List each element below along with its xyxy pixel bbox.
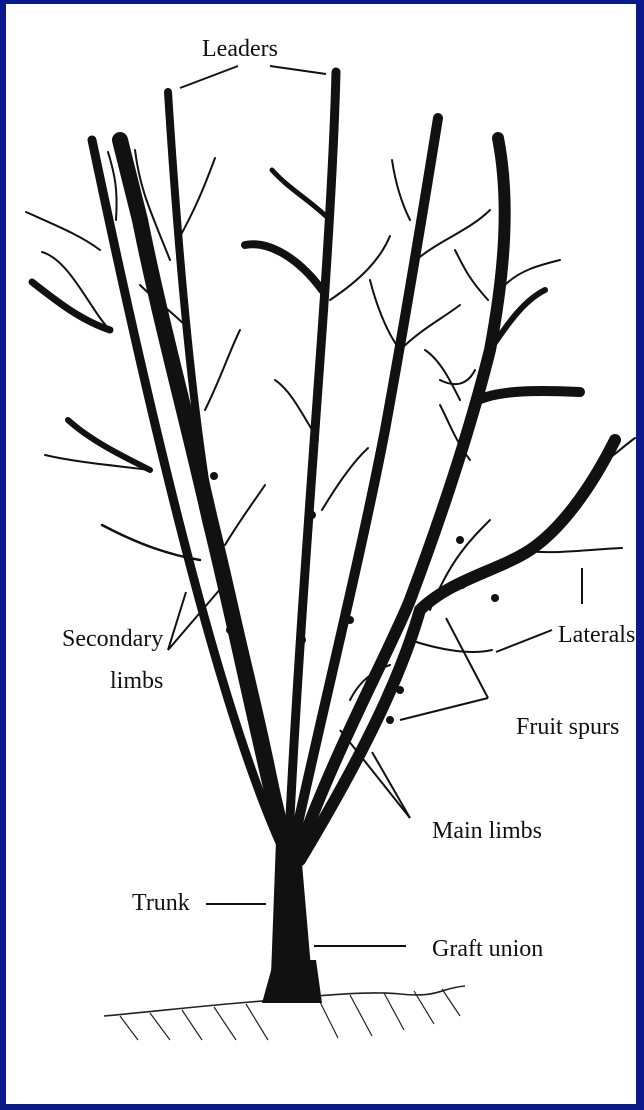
label-main-limbs: Main limbs [432, 818, 542, 846]
label-leaders: Leaders [202, 36, 278, 64]
leader-lines [168, 66, 582, 946]
label-secondary-limbs-line2: limbs [110, 668, 163, 696]
label-graft-union: Graft union [432, 936, 543, 964]
label-fruit-spurs: Fruit spurs [516, 714, 619, 742]
label-laterals: Laterals [558, 622, 635, 650]
main-limbs-shape [92, 72, 615, 860]
diagram-frame: Leaders Secondary limbs Laterals Fruit s… [6, 4, 636, 1104]
label-trunk: Trunk [132, 890, 190, 918]
label-secondary-limbs-line1: Secondary [62, 626, 163, 654]
